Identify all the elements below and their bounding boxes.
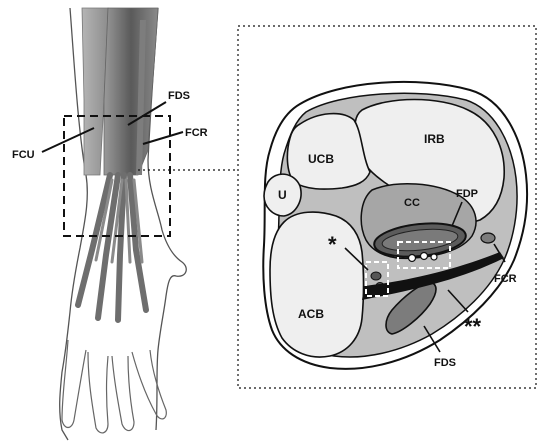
forearm-fds-label: FDS xyxy=(168,90,190,102)
ulnar-nerve-dot xyxy=(371,272,381,280)
label-acb: ACB xyxy=(298,307,324,321)
fds-muscle xyxy=(104,8,158,175)
label-u: U xyxy=(278,188,287,202)
forearm-fcr-label: FCR xyxy=(185,127,208,139)
label-fdp: FDP xyxy=(456,188,478,200)
acb-bone xyxy=(270,212,364,357)
label-double-asterisk: ** xyxy=(464,314,482,339)
label-fcr-section: FCR xyxy=(494,273,517,285)
label-irb: IRB xyxy=(424,132,445,146)
forearm-fcu-label: FCU xyxy=(12,149,35,161)
flexor-tendons xyxy=(78,175,146,320)
label-fds-section: FDS xyxy=(434,357,456,369)
fcr-tendon-section xyxy=(481,233,495,243)
cross-section-panel: IRB UCB U CC FDP ACB FDS FCR * ** xyxy=(238,26,536,388)
label-single-asterisk: * xyxy=(328,232,337,257)
label-ucb: UCB xyxy=(308,152,334,166)
label-cc: CC xyxy=(404,197,420,209)
forearm-illustration: FDS FCU FCR xyxy=(12,8,238,440)
finger-outlines xyxy=(62,340,166,433)
